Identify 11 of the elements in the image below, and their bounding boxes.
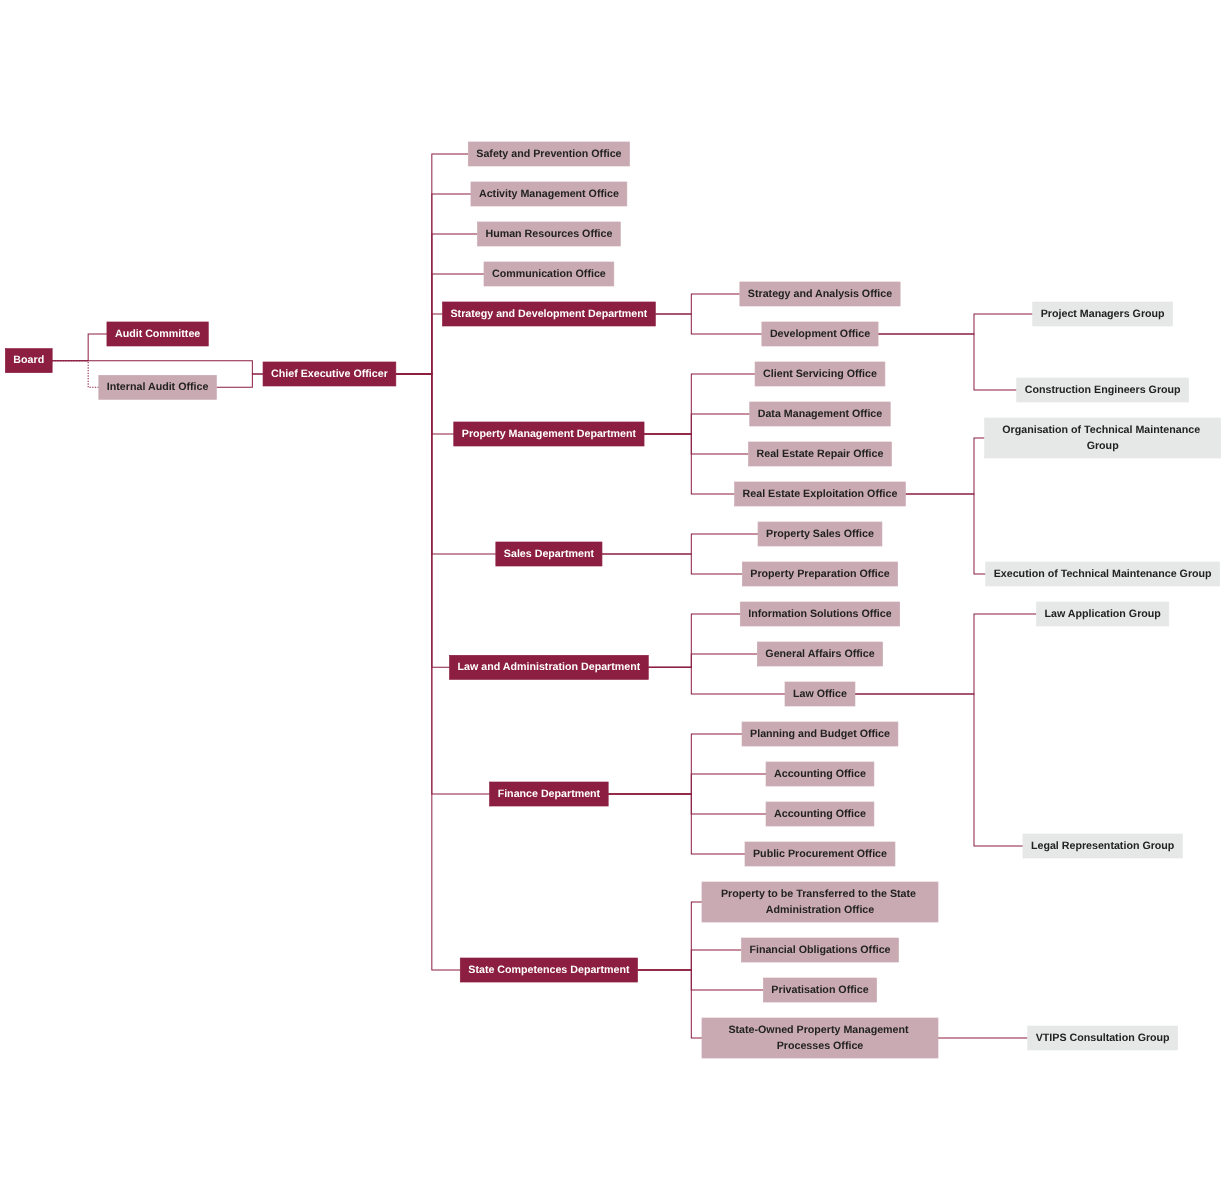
connector	[877, 333, 1018, 391]
connector	[854, 693, 1024, 847]
connector	[904, 493, 987, 575]
connector	[647, 666, 786, 695]
connector	[601, 553, 743, 575]
connector	[643, 433, 736, 495]
connector	[637, 969, 703, 1039]
connector	[654, 313, 763, 335]
connector	[215, 373, 264, 388]
connector	[395, 373, 461, 971]
connector	[607, 793, 746, 855]
